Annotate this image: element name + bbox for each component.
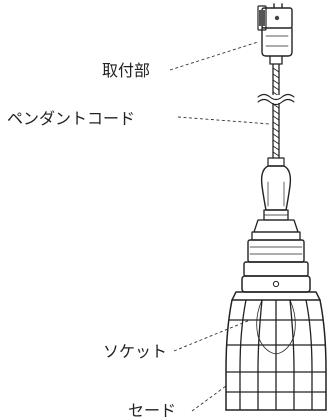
- socket-label: ソケット: [103, 342, 167, 361]
- shade-label: セード: [128, 401, 176, 419]
- socket: [241, 219, 311, 293]
- cord-holder: [260, 157, 292, 221]
- shade-leader: [191, 385, 227, 412]
- mount-label: 取付部: [102, 61, 150, 80]
- pendant-cord: [257, 63, 295, 159]
- socket-leader: [173, 319, 251, 352]
- cord-label: ペンダントコード: [7, 109, 135, 128]
- cord-leader: [177, 116, 271, 125]
- shade-guard: [225, 291, 327, 411]
- mount-leader: [169, 41, 259, 71]
- mount-fixture: [257, 3, 293, 65]
